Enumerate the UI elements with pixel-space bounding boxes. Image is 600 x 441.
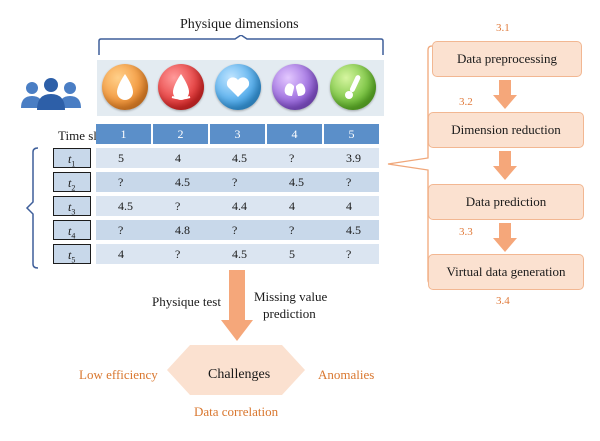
table-cell: 5 bbox=[289, 247, 295, 261]
rows-bracket bbox=[25, 147, 39, 269]
time-slot-label: t2 bbox=[53, 172, 91, 192]
column-header: 3 bbox=[210, 124, 265, 144]
table-cell: ? bbox=[175, 199, 181, 213]
table-cell: ? bbox=[118, 175, 124, 189]
physique-icons-strip bbox=[97, 60, 384, 116]
table-cell: 4 bbox=[118, 247, 124, 261]
table-cell: ? bbox=[118, 223, 124, 237]
table-cell: 4 bbox=[346, 199, 352, 213]
down-arrow-main bbox=[221, 270, 253, 341]
time-slot-label: t3 bbox=[53, 196, 91, 216]
table-cell: ? bbox=[232, 175, 238, 189]
data-correlation-label: Data correlation bbox=[194, 404, 279, 419]
flow-step: Data prediction bbox=[428, 184, 584, 220]
flow-step: Data preprocessing bbox=[432, 41, 582, 77]
flow-arrow bbox=[493, 223, 517, 252]
column-header: 5 bbox=[324, 124, 379, 144]
anomalies-label: Anomalies bbox=[318, 367, 375, 382]
slot-index: 2 bbox=[71, 183, 76, 193]
table-cell: 4.4 bbox=[232, 199, 247, 213]
table-cell: ? bbox=[346, 175, 352, 189]
table-row bbox=[96, 196, 379, 216]
table-cell: ? bbox=[346, 247, 352, 261]
table-cell: 4.5 bbox=[232, 247, 247, 261]
step-number: 3.3 bbox=[459, 226, 473, 238]
table-cell: 4.5 bbox=[289, 175, 304, 189]
table-cell: ? bbox=[232, 223, 238, 237]
challenges-hexagon bbox=[167, 345, 305, 395]
table-cell: 4.5 bbox=[118, 199, 133, 213]
lungs-icon bbox=[272, 64, 318, 110]
missing-value-label: Missing value bbox=[254, 289, 328, 304]
table-cell: 5 bbox=[118, 151, 124, 165]
table-cell: 4 bbox=[175, 151, 181, 165]
column-header: 4 bbox=[267, 124, 322, 144]
table-cell: 4.5 bbox=[232, 151, 247, 165]
step-number: 3.1 bbox=[496, 22, 510, 34]
thermometer-icon bbox=[330, 64, 376, 110]
table-row bbox=[96, 172, 379, 192]
column-header: 2 bbox=[153, 124, 208, 144]
table-cell: ? bbox=[289, 151, 295, 165]
heart-icon bbox=[215, 64, 261, 110]
blood-pressure-icon bbox=[158, 64, 204, 110]
step-number: 3.4 bbox=[496, 295, 510, 307]
table-cell: ? bbox=[289, 223, 295, 237]
table-row bbox=[96, 244, 379, 264]
blood-drop-icon bbox=[102, 64, 148, 110]
physique-dimensions-title: Physique dimensions bbox=[180, 17, 299, 32]
challenges-label: Challenges bbox=[208, 367, 271, 382]
column-header: 1 bbox=[96, 124, 151, 144]
table-cell: 4 bbox=[289, 199, 295, 213]
table-row bbox=[96, 148, 379, 168]
low-efficiency-label: Low efficiency bbox=[79, 367, 158, 382]
table-cell: ? bbox=[175, 247, 181, 261]
slot-index: 3 bbox=[71, 207, 76, 217]
flow-bracket bbox=[387, 45, 432, 285]
table-cell: 4.8 bbox=[175, 223, 190, 237]
table-cell: 3.9 bbox=[346, 151, 361, 165]
users-icon bbox=[21, 78, 81, 110]
dimensions-bracket bbox=[98, 35, 384, 55]
slot-symbol: t bbox=[68, 152, 72, 166]
time-slot-label: t5 bbox=[53, 244, 91, 264]
slot-index: 4 bbox=[71, 231, 76, 241]
table-row bbox=[96, 220, 379, 240]
slot-symbol: t bbox=[68, 224, 72, 238]
prediction-label: prediction bbox=[263, 306, 316, 321]
step-number: 3.2 bbox=[459, 96, 473, 108]
time-slot-label: t4 bbox=[53, 220, 91, 240]
flow-step: Virtual data generation bbox=[428, 254, 584, 290]
table-cell: 4.5 bbox=[346, 223, 361, 237]
flow-step: Dimension reduction bbox=[428, 112, 584, 148]
time-slot-label: t1 bbox=[53, 148, 91, 168]
flow-arrow bbox=[493, 80, 517, 109]
table-cell: 4.5 bbox=[175, 175, 190, 189]
slot-symbol: t bbox=[68, 176, 72, 190]
slot-index: 5 bbox=[71, 255, 76, 265]
slot-index: 1 bbox=[71, 159, 76, 169]
physique-test-label: Physique test bbox=[152, 294, 221, 309]
slot-symbol: t bbox=[68, 248, 72, 262]
slot-symbol: t bbox=[68, 200, 72, 214]
flow-arrow bbox=[493, 151, 517, 180]
